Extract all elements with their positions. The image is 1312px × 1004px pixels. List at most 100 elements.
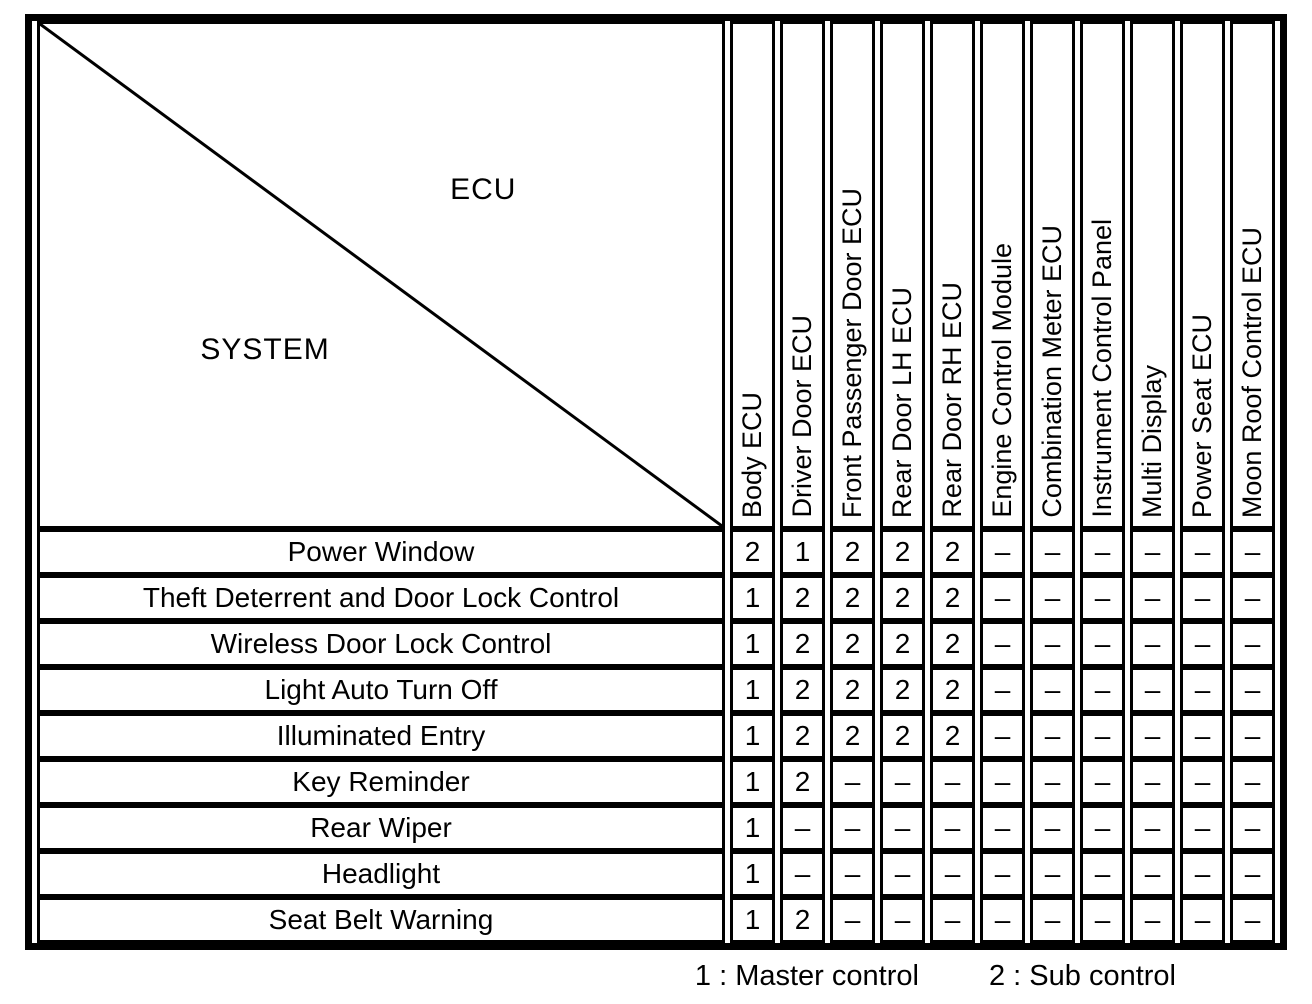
matrix-cell: – <box>980 897 1025 943</box>
column-header-7: Instrument Control Panel <box>1080 21 1125 529</box>
matrix-cell: 1 <box>730 667 775 713</box>
matrix-cell: – <box>980 805 1025 851</box>
matrix-cell: – <box>1230 667 1275 713</box>
matrix-cell: 2 <box>880 667 925 713</box>
matrix-cell: 1 <box>730 621 775 667</box>
matrix-cell: – <box>1230 897 1275 943</box>
matrix-cell: 2 <box>880 575 925 621</box>
matrix-cell: 2 <box>730 529 775 575</box>
column-header-1: Driver Door ECU <box>780 21 825 529</box>
matrix-cell: 2 <box>830 529 875 575</box>
matrix-cell: – <box>1030 667 1075 713</box>
matrix-cell: 2 <box>830 713 875 759</box>
system-row-label: Illuminated Entry <box>37 713 725 759</box>
matrix-cell: 2 <box>780 897 825 943</box>
matrix-cell: – <box>780 851 825 897</box>
column-header-6: Combination Meter ECU <box>1030 21 1075 529</box>
matrix-cell: – <box>1080 529 1125 575</box>
diagonal-divider-line <box>40 24 722 526</box>
matrix-cell: – <box>1030 621 1075 667</box>
matrix-cell: – <box>1230 805 1275 851</box>
matrix-cell: – <box>830 805 875 851</box>
column-header-label: Body ECU <box>737 391 767 518</box>
matrix-cell: – <box>1130 897 1175 943</box>
matrix-cell: – <box>1180 851 1225 897</box>
matrix-cell: – <box>1180 575 1225 621</box>
matrix-cell: 2 <box>780 575 825 621</box>
matrix-cell: – <box>1030 851 1075 897</box>
matrix-cell: – <box>1230 713 1275 759</box>
system-row-label: Headlight <box>37 851 725 897</box>
matrix-cell: – <box>1130 667 1175 713</box>
system-row-label: Light Auto Turn Off <box>37 667 725 713</box>
matrix-cell: – <box>980 529 1025 575</box>
matrix-cell: 1 <box>730 575 775 621</box>
system-row-label: Rear Wiper <box>37 805 725 851</box>
matrix-cell: – <box>1130 759 1175 805</box>
matrix-cell: 2 <box>780 713 825 759</box>
matrix-cell: 1 <box>730 713 775 759</box>
matrix-cell: – <box>980 575 1025 621</box>
matrix-cell: – <box>1180 529 1225 575</box>
matrix-cell: – <box>980 667 1025 713</box>
matrix-cell: – <box>1080 805 1125 851</box>
column-header-3: Rear Door LH ECU <box>880 21 925 529</box>
column-header-label: Engine Control Module <box>987 243 1017 518</box>
legend: 1 : Master control 2 : Sub control <box>25 960 1280 993</box>
matrix-cell: – <box>1180 667 1225 713</box>
matrix-cell: – <box>930 759 975 805</box>
column-header-8: Multi Display <box>1130 21 1175 529</box>
column-header-label: Combination Meter ECU <box>1037 225 1067 518</box>
column-header-label: Multi Display <box>1137 364 1167 518</box>
matrix-cell: 2 <box>780 759 825 805</box>
column-header-4: Rear Door RH ECU <box>930 21 975 529</box>
matrix-cell: – <box>1180 897 1225 943</box>
matrix-cell: 2 <box>880 713 925 759</box>
legend-master-control: 1 : Master control <box>694 960 919 992</box>
system-row-label: Key Reminder <box>37 759 725 805</box>
matrix-cell: 2 <box>780 667 825 713</box>
matrix-cell: – <box>1080 759 1125 805</box>
matrix-cell: 2 <box>880 621 925 667</box>
matrix-cell: – <box>1080 897 1125 943</box>
matrix-cell: – <box>1030 529 1075 575</box>
matrix-cell: 2 <box>830 575 875 621</box>
system-row-label: Wireless Door Lock Control <box>37 621 725 667</box>
column-header-label: Instrument Control Panel <box>1087 219 1117 518</box>
matrix-cell: – <box>1080 621 1125 667</box>
ecu-axis-label: ECU <box>450 172 517 206</box>
matrix-cell: – <box>1080 575 1125 621</box>
matrix-cell: – <box>880 851 925 897</box>
matrix-cell: – <box>1230 575 1275 621</box>
corner-cell: ECU SYSTEM <box>37 21 725 529</box>
matrix-cell: – <box>1080 667 1125 713</box>
matrix-cell: 1 <box>730 759 775 805</box>
matrix-cell: – <box>880 805 925 851</box>
matrix-cell: 2 <box>930 575 975 621</box>
column-header-label: Rear Door RH ECU <box>937 282 967 518</box>
matrix-cell: – <box>930 805 975 851</box>
matrix-cell: – <box>980 851 1025 897</box>
matrix-cell: – <box>830 897 875 943</box>
column-header-label: Rear Door LH ECU <box>887 286 917 518</box>
matrix-cell: – <box>1080 851 1125 897</box>
matrix-cell: – <box>1180 621 1225 667</box>
matrix-cell: – <box>1030 575 1075 621</box>
matrix-cell: 1 <box>730 805 775 851</box>
matrix-cell: – <box>1130 713 1175 759</box>
matrix-cell: – <box>980 759 1025 805</box>
matrix-cell: 1 <box>730 851 775 897</box>
column-header-9: Power Seat ECU <box>1180 21 1225 529</box>
matrix-cell: – <box>1180 713 1225 759</box>
matrix-cell: – <box>1130 529 1175 575</box>
matrix-cell: – <box>880 897 925 943</box>
